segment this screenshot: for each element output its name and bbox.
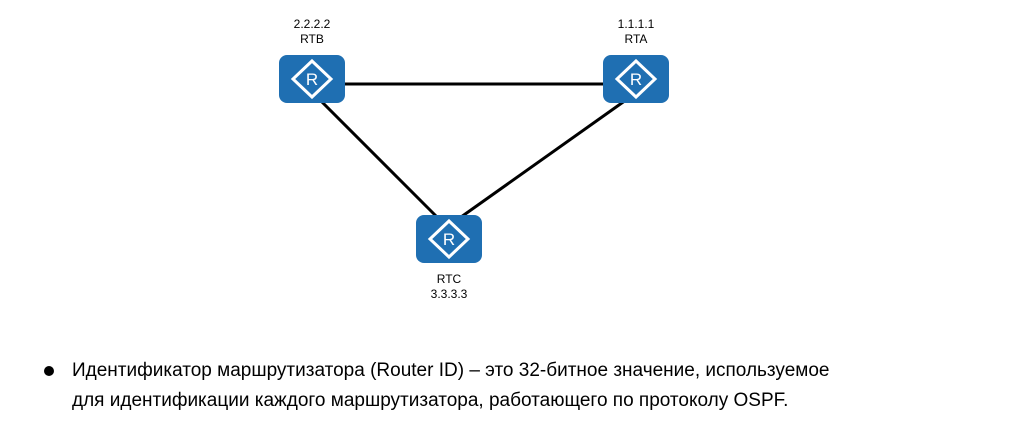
svg-text:R: R	[443, 230, 455, 249]
router-rtb-icon: R	[279, 55, 345, 103]
svg-text:R: R	[630, 70, 642, 89]
router-name-rtb: RTB	[300, 32, 324, 46]
link-rtb-rtc	[310, 90, 444, 224]
router-rtc-icon: R	[416, 215, 482, 263]
bullet-icon	[44, 366, 54, 376]
caption-text: Идентификатор маршрутизатора (Router ID)…	[72, 356, 1012, 416]
caption-line-1: Идентификатор маршрутизатора (Router ID)…	[72, 360, 830, 381]
svg-text:R: R	[306, 70, 318, 89]
router-rta-icon: R	[603, 55, 669, 103]
router-id-rtc: 3.3.3.3	[430, 287, 468, 301]
router-name-rtc: RTC	[436, 272, 462, 286]
router-id-rtb: 2.2.2.2	[293, 17, 331, 31]
caption-line-2: для идентификации каждого маршрутизатора…	[72, 390, 789, 411]
links-layer	[310, 82, 636, 224]
router-name-rta: RTA	[624, 32, 648, 46]
router-id-rta: 1.1.1.1	[617, 17, 655, 31]
link-rta-rtc	[453, 98, 627, 224]
